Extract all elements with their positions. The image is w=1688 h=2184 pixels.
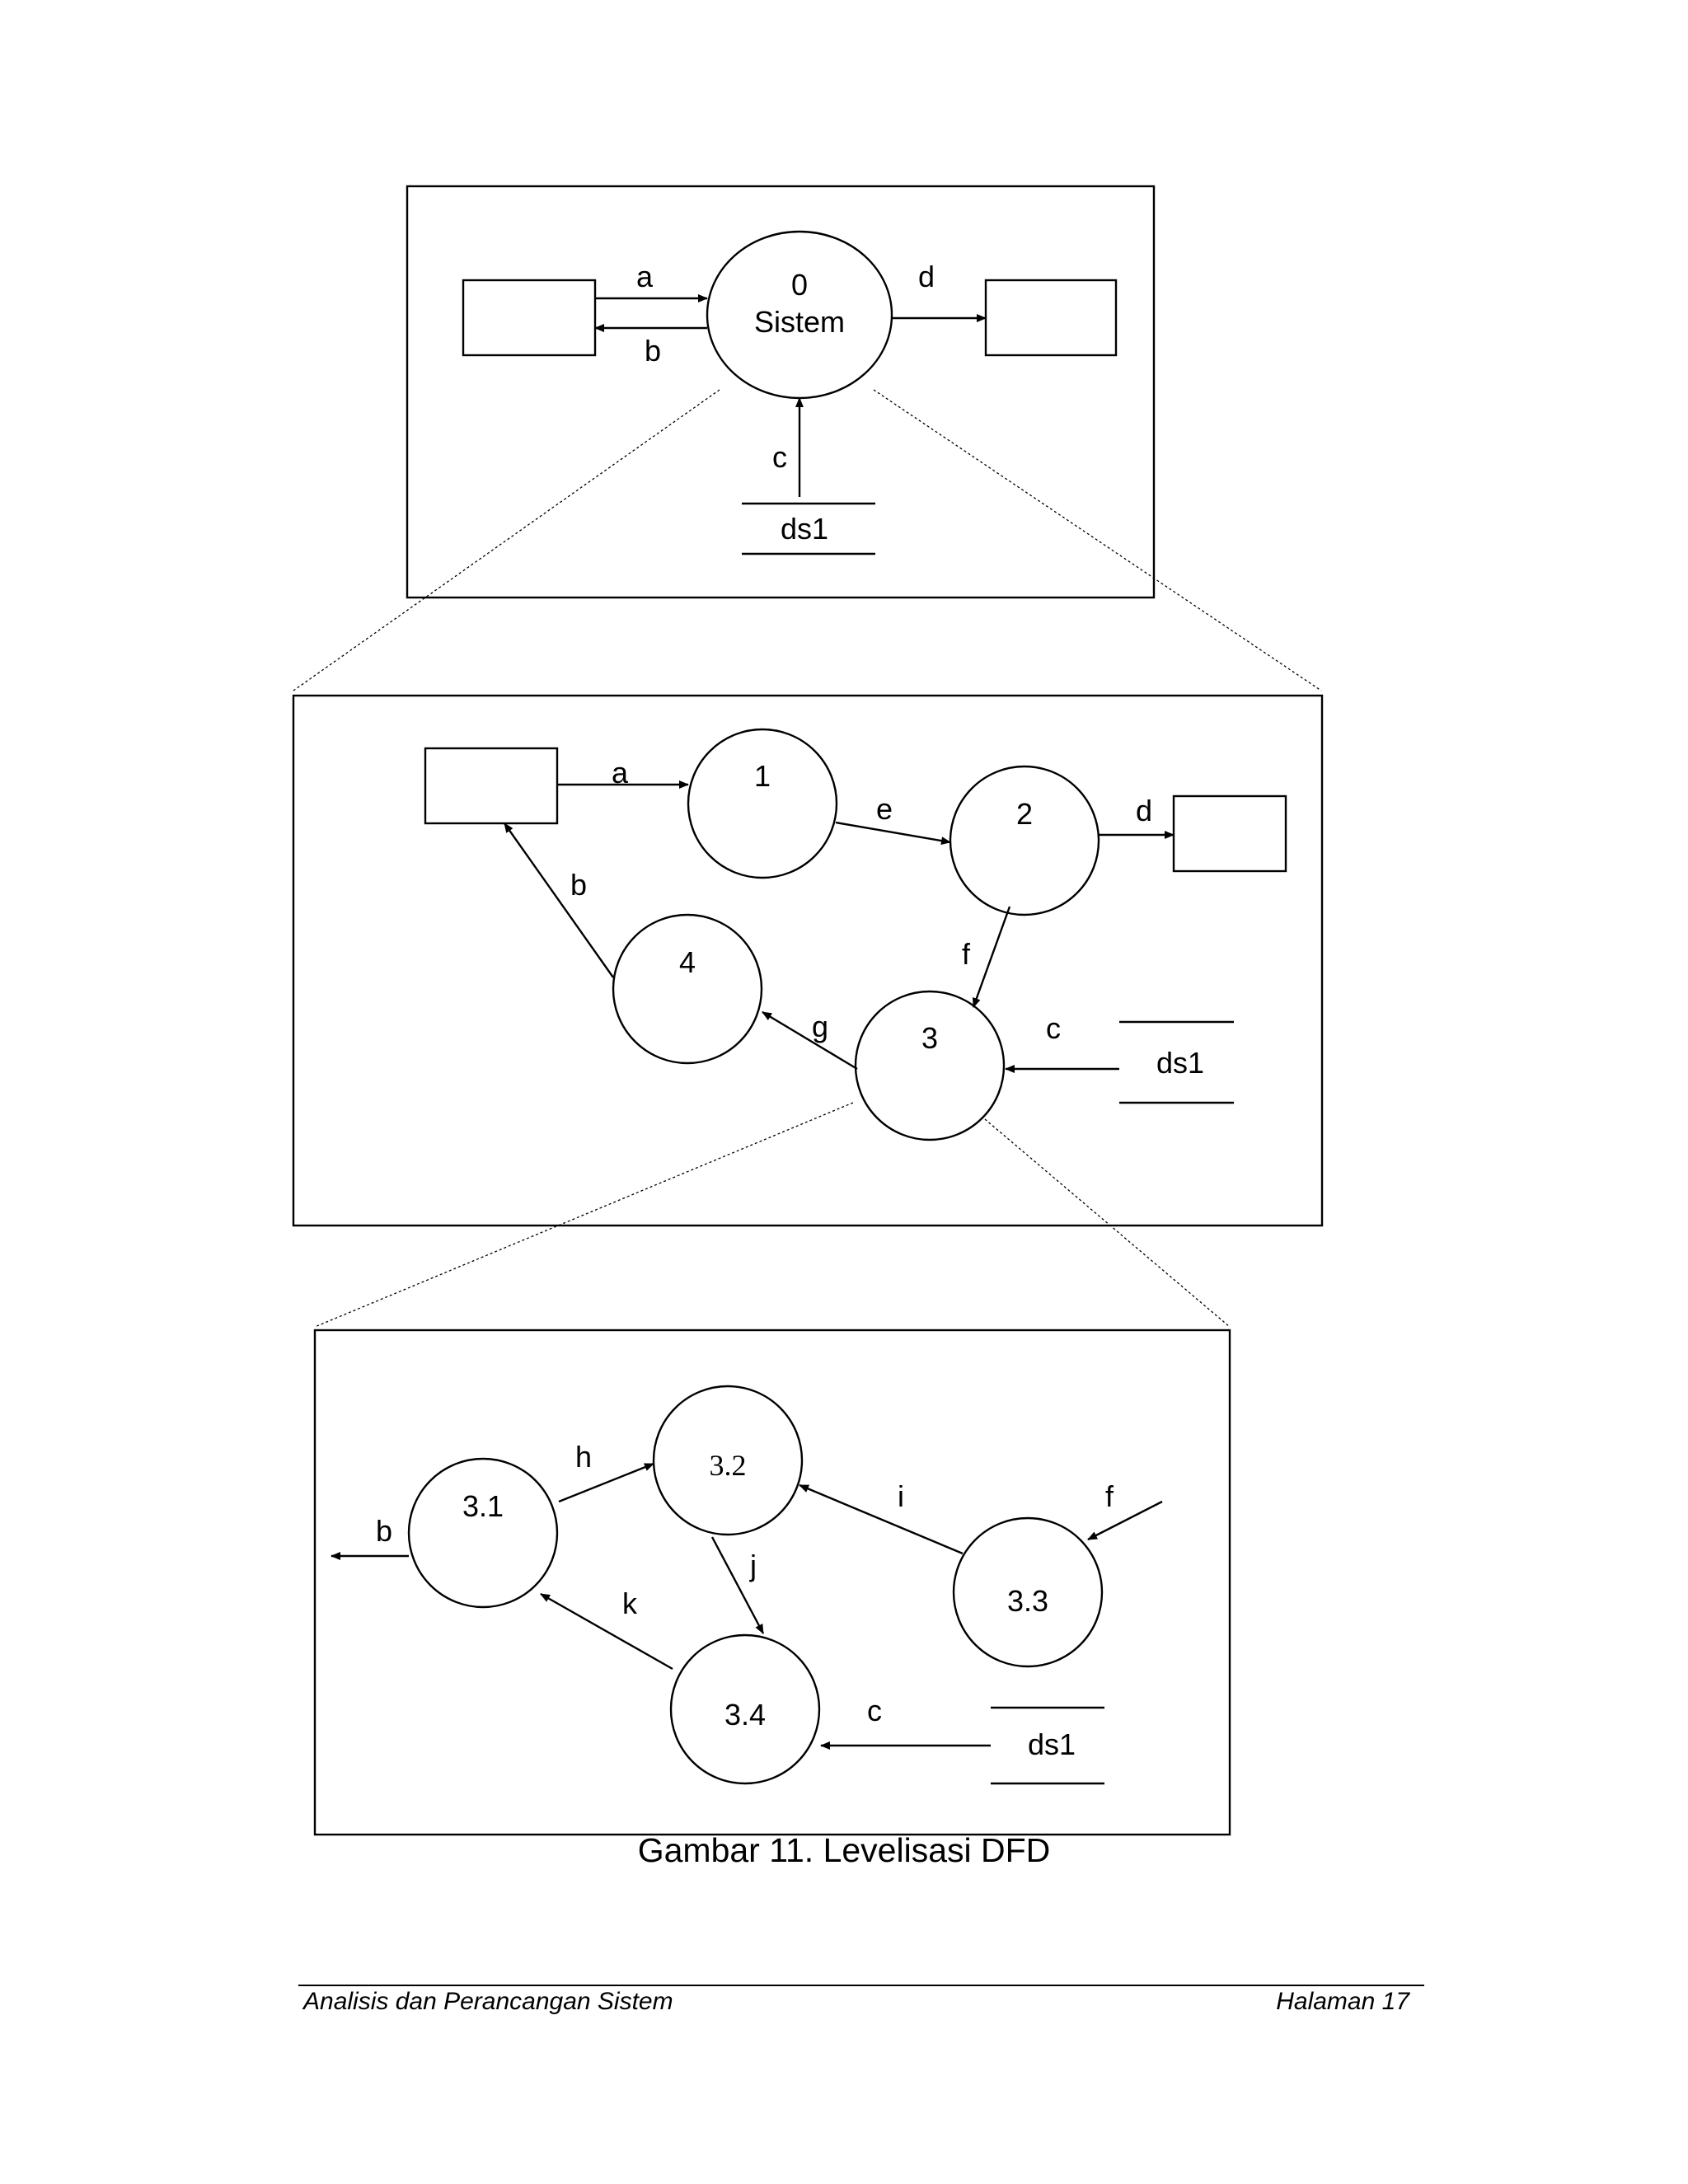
level1-process-1-label: 1 [754, 759, 771, 793]
level1-process-3 [854, 990, 1006, 1141]
level1-entity-left [424, 747, 559, 825]
level2-process-3-1 [407, 1457, 559, 1609]
level1-flow-a-label: a [612, 756, 629, 790]
level2-flow-k-arrow [540, 1592, 673, 1671]
level0-flow-a-label: a [636, 260, 654, 293]
level1-flow-f-label: f [962, 937, 971, 971]
level0-context-diagram: 0 Sistem a b d ds1 c [406, 185, 1156, 599]
level2-process-3-2 [652, 1385, 804, 1536]
level1-flow-e-label: e [876, 792, 893, 826]
level2-process-3-2-label: 3.2 [710, 1449, 747, 1482]
level1-flow-e-arrow [835, 821, 951, 846]
footer-rule [298, 1985, 1424, 1986]
level1-flow-g-arrow [762, 1010, 858, 1071]
footer-page-number: Halaman 17 [1276, 1988, 1409, 2015]
level1-process-1 [687, 728, 838, 879]
level0-entity-right [984, 279, 1118, 357]
level2-process-3-3-label: 3.3 [1007, 1584, 1048, 1618]
level1-frame [292, 694, 1324, 1227]
level1-process-4-label: 4 [679, 945, 696, 979]
footer-document-title: Analisis dan Perancangan Sistem [303, 1988, 673, 2015]
level1-process-2 [949, 765, 1100, 916]
level2-frame [313, 1329, 1231, 1836]
level1-diagram: 1 2 3 4 a e d f g b ds1 c [292, 694, 1324, 1227]
level2-flow-i-label: i [898, 1479, 904, 1513]
level2-flow-k-label: k [622, 1586, 638, 1620]
level1-flow-f-arrow [972, 906, 1011, 1008]
level2-store-label: ds1 [1028, 1727, 1076, 1761]
level1-entity-right [1172, 794, 1287, 873]
level1-flow-g-label: g [812, 1010, 828, 1043]
level0-flow-c-label: c [772, 440, 787, 474]
level0-process-name: Sistem [754, 305, 845, 339]
level2-flow-b-label: b [376, 1514, 392, 1548]
level2-flow-h-arrow [558, 1462, 654, 1503]
level1-process-3-label: 3 [921, 1021, 938, 1055]
level1-process-2-label: 2 [1016, 797, 1033, 831]
level2-flow-f-arrow [1087, 1500, 1163, 1541]
level2-flow-i-arrow [799, 1483, 964, 1555]
level1-flow-b-label: b [570, 868, 587, 902]
level2-flow-h-label: h [575, 1440, 592, 1474]
level0-entity-left [462, 279, 597, 357]
level2-flow-c-label: c [867, 1694, 882, 1727]
level0-process-number: 0 [791, 268, 808, 302]
level0-flow-b-label: b [645, 334, 661, 368]
level2-process-3-4 [669, 1633, 821, 1785]
zoom-lines-level0-to-level1 [293, 389, 1322, 691]
level1-store-label: ds1 [1156, 1046, 1204, 1080]
level0-store-label: ds1 [781, 512, 828, 546]
level1-flow-d-label: d [1136, 794, 1152, 827]
level2-process-3-3 [952, 1516, 1104, 1668]
level2-flow-j-arrow [710, 1536, 765, 1634]
level1-process-4 [612, 913, 763, 1065]
level2-diagram: 3.1 3.2 3.3 3.4 b h i f j k ds1 c [313, 1329, 1231, 1836]
level1-flow-c-label: c [1046, 1011, 1061, 1045]
level0-frame [406, 185, 1156, 599]
level0-flow-d-label: d [918, 260, 935, 293]
level2-process-3-4-label: 3.4 [724, 1698, 766, 1732]
level2-flow-f-label: f [1105, 1479, 1114, 1513]
level2-flow-j-label: j [749, 1549, 757, 1582]
level2-process-3-1-label: 3.1 [462, 1489, 504, 1523]
level1-flow-b-arrow [504, 823, 614, 978]
figure-caption: Gambar 11. Levelisasi DFD [637, 1831, 1051, 1869]
zoom-lines-level1-to-level2 [314, 1102, 1231, 1328]
